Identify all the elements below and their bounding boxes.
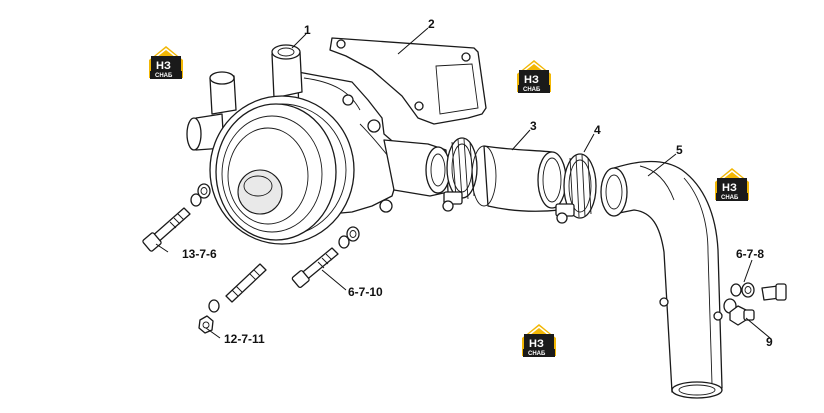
logo-subtext: СНАБ <box>528 351 546 357</box>
watermark-logo: НЗ СНАБ <box>516 59 552 94</box>
callout-bolt-6-7-10: 6-7-10 <box>348 285 383 299</box>
callout-hose: 3 <box>530 119 537 133</box>
logo-text: НЗ <box>722 182 737 194</box>
water-pump-part <box>186 44 451 245</box>
hose-part <box>471 145 567 212</box>
callout-plug-9: 9 <box>766 335 773 349</box>
watermark-logo: НЗ СНАБ <box>714 167 750 202</box>
watermark-logo: НЗ СНАБ <box>148 45 184 80</box>
watermark-logo: НЗ СНАБ <box>521 323 557 358</box>
logo-subtext: СНАБ <box>155 73 173 79</box>
bolt-13-7-6-part <box>142 183 211 252</box>
logo-subtext: СНАБ <box>523 87 541 93</box>
callout-water-pump: 1 <box>304 23 311 37</box>
callout-stud-12-7-11: 12-7-11 <box>224 332 265 346</box>
washer-set-6-7-8-part <box>730 282 787 301</box>
logo-subtext: СНАБ <box>721 195 739 201</box>
logo-text: НЗ <box>529 338 544 350</box>
bracket-part <box>329 37 487 125</box>
pipe-part <box>600 160 723 399</box>
leader-lines <box>155 27 771 339</box>
callout-pipe: 5 <box>676 143 683 157</box>
plug-9-part <box>723 298 755 326</box>
callout-clamp: 4 <box>594 123 601 137</box>
callout-washer-set-6-7-8: 6-7-8 <box>736 247 764 261</box>
bolt-6-7-10-part <box>291 226 360 289</box>
logo-text: НЗ <box>156 60 171 72</box>
clamp-left-part <box>442 137 478 212</box>
clamp-part <box>555 153 597 224</box>
callouts: 1 2 3 4 5 13-7-6 6-7-10 12-7-11 6-7-8 9 <box>182 17 773 349</box>
stud-12-7-11-part <box>198 263 267 334</box>
logo-text: НЗ <box>524 74 539 86</box>
callout-bracket: 2 <box>428 17 435 31</box>
callout-bolt-13-7-6: 13-7-6 <box>182 247 217 261</box>
